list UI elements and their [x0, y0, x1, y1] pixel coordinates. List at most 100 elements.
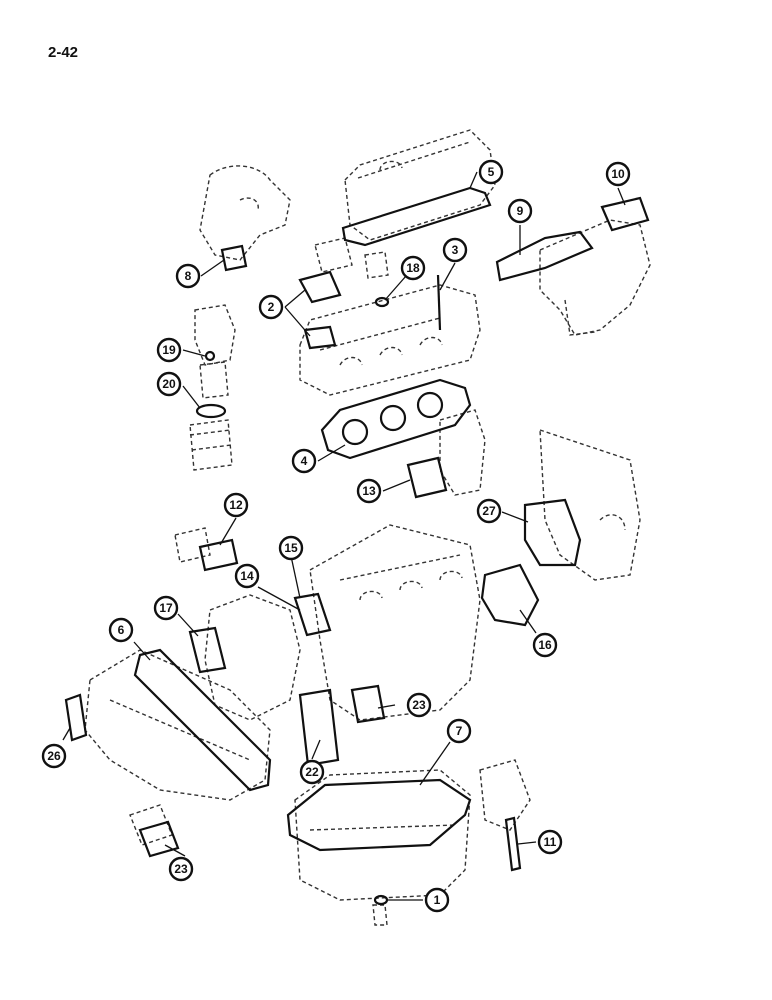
- oil-cooler-gasket: [350, 684, 386, 724]
- callout-4: 4: [291, 448, 317, 474]
- small-o-ring: [204, 350, 216, 362]
- head-gasket-bore-2: [379, 404, 407, 432]
- callout-23-lower: 23: [168, 856, 194, 882]
- svg-text:14: 14: [240, 569, 254, 583]
- callout-7: 7: [446, 718, 472, 744]
- exhaust-manifold: [539, 219, 651, 336]
- drain-plug-washer: [373, 894, 389, 906]
- callout-3: 3: [442, 237, 468, 263]
- callout-15: 15: [278, 535, 304, 561]
- lower-cover-gasket: [138, 820, 180, 858]
- callout-19: 19: [156, 337, 182, 363]
- svg-text:22: 22: [305, 765, 319, 779]
- svg-text:1: 1: [434, 893, 441, 907]
- intake-manifold: [84, 649, 271, 801]
- callout-16: 16: [532, 632, 558, 658]
- page-number: 2-42: [48, 44, 79, 61]
- callout-26: 26: [41, 743, 67, 769]
- cylinder-head-gasket: [320, 378, 472, 460]
- valve-stem: [436, 274, 442, 331]
- timing-cover-gasket: [480, 563, 540, 627]
- callout-18: 18: [400, 255, 426, 281]
- callout-20: 20: [156, 371, 182, 397]
- head-gasket-bore-3: [416, 391, 444, 419]
- callout-13: 13: [356, 478, 382, 504]
- injection-pump: [439, 409, 486, 496]
- callouts: 1 2 3 4 5 6 7 8 9 10 11 12 13 14 15 16 1…: [41, 159, 631, 913]
- callout-2: 2: [258, 294, 284, 320]
- svg-text:4: 4: [301, 454, 308, 468]
- leader-lines: [62, 171, 626, 901]
- svg-text:19: 19: [162, 343, 176, 357]
- svg-text:16: 16: [538, 638, 552, 652]
- intake-manifold-gasket: [133, 648, 272, 792]
- svg-text:23: 23: [412, 698, 426, 712]
- valve-cover: [344, 129, 496, 241]
- svg-text:10: 10: [611, 167, 625, 181]
- fuel-pump-fitting: [364, 251, 389, 279]
- water-pipe: [189, 419, 233, 471]
- callout-6: 6: [108, 617, 134, 643]
- callout-8: 8: [175, 263, 201, 289]
- oil-pan-gasket: [286, 778, 472, 852]
- flywheel-housing-gasket: [523, 498, 582, 567]
- svg-text:20: 20: [162, 377, 176, 391]
- side-cover-gasket: [298, 688, 340, 767]
- end-plate-gasket: [64, 693, 88, 742]
- callout-9: 9: [507, 198, 533, 224]
- thermostat-gasket-upper: [298, 270, 342, 304]
- callout-17: 17: [153, 595, 179, 621]
- thermostat: [199, 361, 229, 399]
- svg-text:27: 27: [482, 504, 496, 518]
- svg-text:18: 18: [406, 261, 420, 275]
- svg-text:6: 6: [118, 623, 125, 637]
- callout-11: 11: [537, 829, 563, 855]
- water-pump-fitting: [314, 237, 353, 273]
- svg-text:5: 5: [488, 165, 495, 179]
- callout-23-upper: 23: [406, 692, 432, 718]
- exhaust-flange-gasket: [600, 196, 650, 232]
- svg-text:11: 11: [544, 835, 557, 849]
- svg-text:15: 15: [284, 541, 298, 555]
- svg-text:13: 13: [362, 484, 376, 498]
- svg-text:26: 26: [47, 749, 61, 763]
- injection-pump-gasket: [406, 456, 448, 499]
- water-outlet-housing: [199, 165, 291, 261]
- outlet-gasket: [220, 244, 248, 272]
- drain-plug: [372, 904, 388, 926]
- engine-parts-outline: [84, 129, 651, 926]
- callout-12: 12: [223, 492, 249, 518]
- head-gasket-bore-1: [341, 418, 369, 446]
- pump-gasket: [293, 592, 332, 637]
- exhaust-manifold-gasket: [495, 230, 594, 282]
- flywheel-housing: [539, 429, 641, 581]
- dipstick-seal: [504, 816, 522, 872]
- svg-text:8: 8: [185, 269, 192, 283]
- callout-14: 14: [234, 563, 260, 589]
- callout-22: 22: [299, 759, 325, 785]
- svg-text:7: 7: [456, 724, 463, 738]
- cover-plate: [129, 804, 173, 846]
- svg-text:23: 23: [174, 862, 188, 876]
- thermostat-gasket-lower: [303, 325, 337, 350]
- cylinder-head: [299, 284, 481, 396]
- front-plate-gasket: [188, 626, 227, 674]
- svg-text:2: 2: [268, 300, 275, 314]
- cylinder-block: [309, 524, 481, 721]
- washer: [374, 296, 390, 308]
- thermostat-housing: [194, 304, 236, 366]
- svg-text:12: 12: [229, 498, 243, 512]
- svg-text:9: 9: [517, 204, 524, 218]
- callout-1: 1: [424, 887, 450, 913]
- inspection-cover: [174, 527, 211, 563]
- front-cover: [204, 594, 301, 721]
- callout-10: 10: [605, 161, 631, 187]
- oil-pan: [294, 769, 471, 901]
- callout-27: 27: [476, 498, 502, 524]
- svg-text:3: 3: [452, 243, 459, 257]
- gaskets: [64, 186, 650, 906]
- svg-text:17: 17: [159, 601, 173, 615]
- cover-plate-gasket: [198, 538, 239, 572]
- pipe-o-ring: [195, 403, 227, 419]
